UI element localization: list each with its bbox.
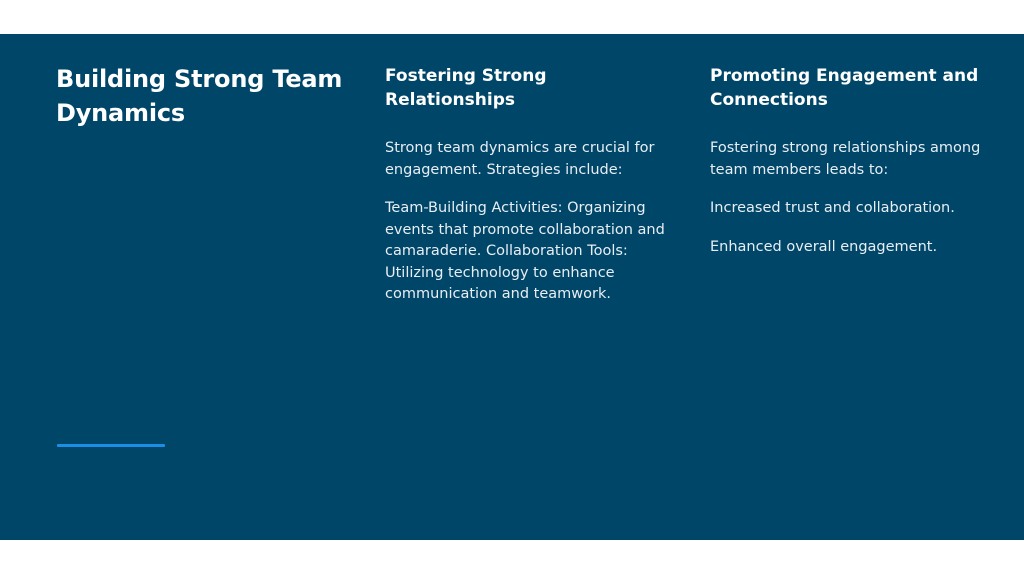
column-paragraph: Enhanced overall engagement. <box>710 238 938 255</box>
column-heading: Fostering Strong Relationships <box>385 66 547 110</box>
column-fostering-relationships: Fostering Strong Relationships Strong te… <box>385 64 670 323</box>
column-promoting-engagement: Promoting Engagement and Connections Fos… <box>710 64 1010 275</box>
slide: Building Strong Team Dynamics Fostering … <box>0 34 1024 540</box>
accent-divider <box>57 444 165 447</box>
slide-title: Building Strong Team Dynamics <box>56 65 343 127</box>
column-paragraph: Increased trust and collaboration. <box>710 200 955 216</box>
column-paragraph: Strong team dynamics are crucial for eng… <box>385 140 655 178</box>
column-paragraph: Fostering strong relationships among tea… <box>710 140 981 178</box>
column-paragraph: Team-Building Activities: Organizing eve… <box>385 200 665 302</box>
column-heading: Promoting Engagement and Connections <box>710 66 979 110</box>
